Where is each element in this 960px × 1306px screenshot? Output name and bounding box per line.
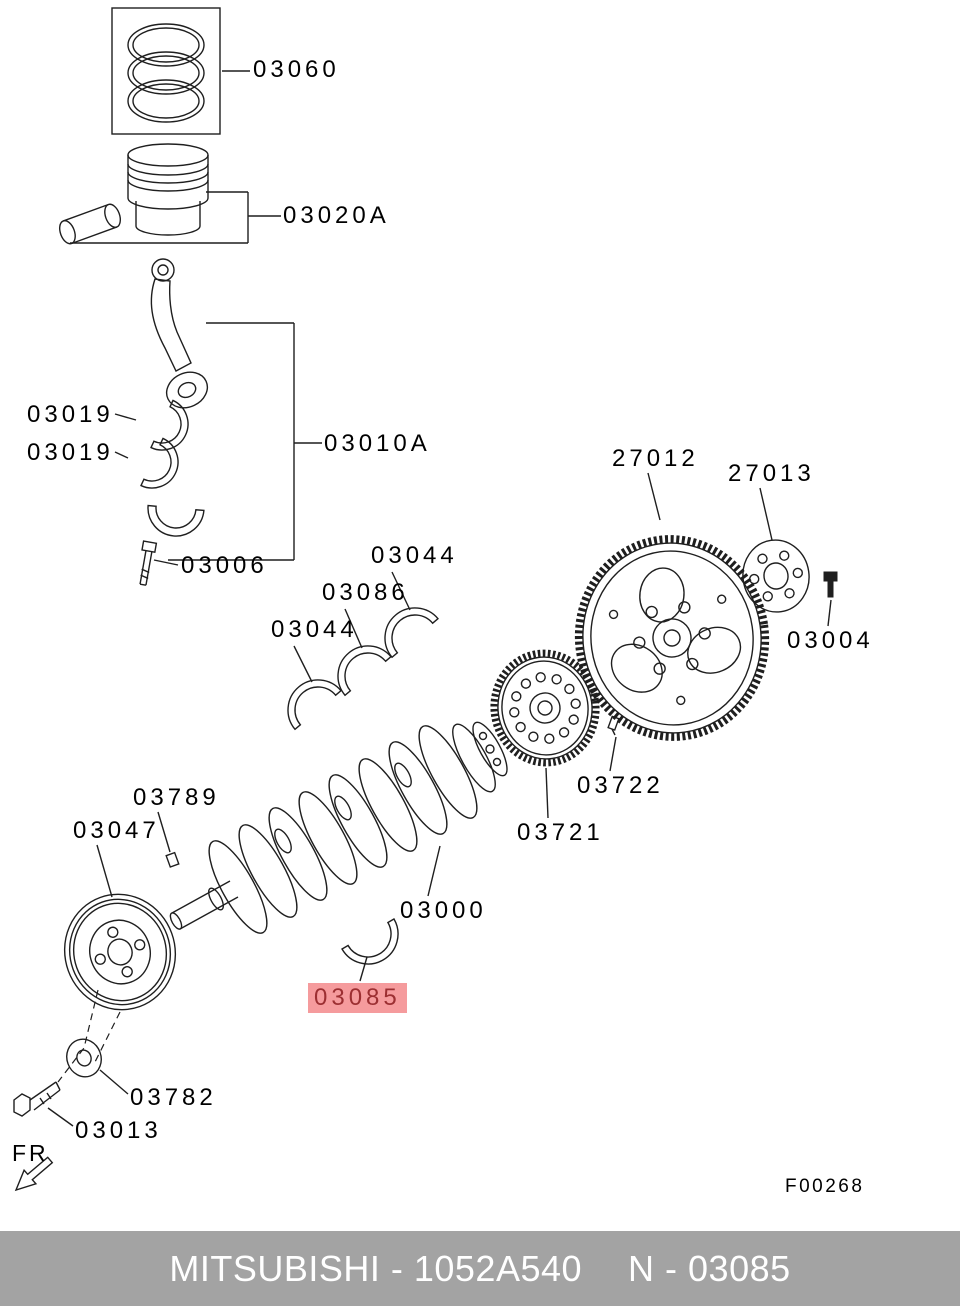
rod-bolt-art [139,540,158,586]
part-label-03020a[interactable]: 03020A [283,202,390,229]
adapter-plate-art [742,539,810,613]
leader-lines [47,70,832,1127]
main-bearing-lower-art [341,918,399,965]
part-label-03722[interactable]: 03722 [577,772,664,799]
rod-bearings-art [140,399,189,489]
pulley-art [63,893,177,1011]
pulley-pin-art [165,851,180,868]
part-label-03019-lower[interactable]: 03019 [27,439,114,466]
assembly-axis-dashed [57,989,99,1083]
part-label-03010a[interactable]: 03010A [324,430,431,457]
footer-ref-number: N - 03085 [628,1247,791,1289]
part-label-03006[interactable]: 03006 [181,552,268,579]
part-label-03019-upper[interactable]: 03019 [27,401,114,428]
figure-code: F00268 [785,1176,865,1197]
part-label-03060[interactable]: 03060 [253,56,340,83]
fr-direction-label: FR [12,1140,49,1166]
fr-arrow-icon [14,1156,54,1192]
part-label-03044-top[interactable]: 03044 [371,542,458,569]
connecting-rod-art [150,258,209,409]
part-label-03085-highlighted[interactable]: 03085 [308,983,407,1014]
assembly-axis-dashed-2 [94,1011,121,1063]
part-label-03086[interactable]: 03086 [322,579,409,606]
part-label-03044-mid[interactable]: 03044 [271,616,358,643]
part-label-03721[interactable]: 03721 [517,819,604,846]
washer-art [66,1038,102,1078]
piston-pin-art [58,203,122,245]
diagram-line-art [13,7,838,1192]
part-label-03047[interactable]: 03047 [73,817,160,844]
piston-rings-art [111,7,221,135]
bearing-cap-art [147,504,205,537]
part-label-27013[interactable]: 27013 [728,460,815,487]
footer-part-number: MITSUBISHI - 1052A540 [169,1247,583,1289]
piston-art [127,143,209,236]
sprocket-key-art [607,715,620,736]
part-label-03013[interactable]: 03013 [75,1117,162,1144]
upper-main-bearings-art [287,607,439,731]
part-label-03004[interactable]: 03004 [787,627,874,654]
crankshaft-art [169,721,508,934]
timing-sprocket-art [490,649,600,767]
part-label-03782[interactable]: 03782 [130,1084,217,1111]
part-label-03000[interactable]: 03000 [400,897,487,924]
part-label-03789[interactable]: 03789 [133,784,220,811]
footer-bar: MITSUBISHI - 1052A540 N - 03085 [0,1231,960,1306]
flywheel-art [574,535,770,741]
flywheel-bolt-art [823,571,838,598]
pulley-bolt-art [13,1081,61,1117]
part-label-27012[interactable]: 27012 [612,445,699,472]
